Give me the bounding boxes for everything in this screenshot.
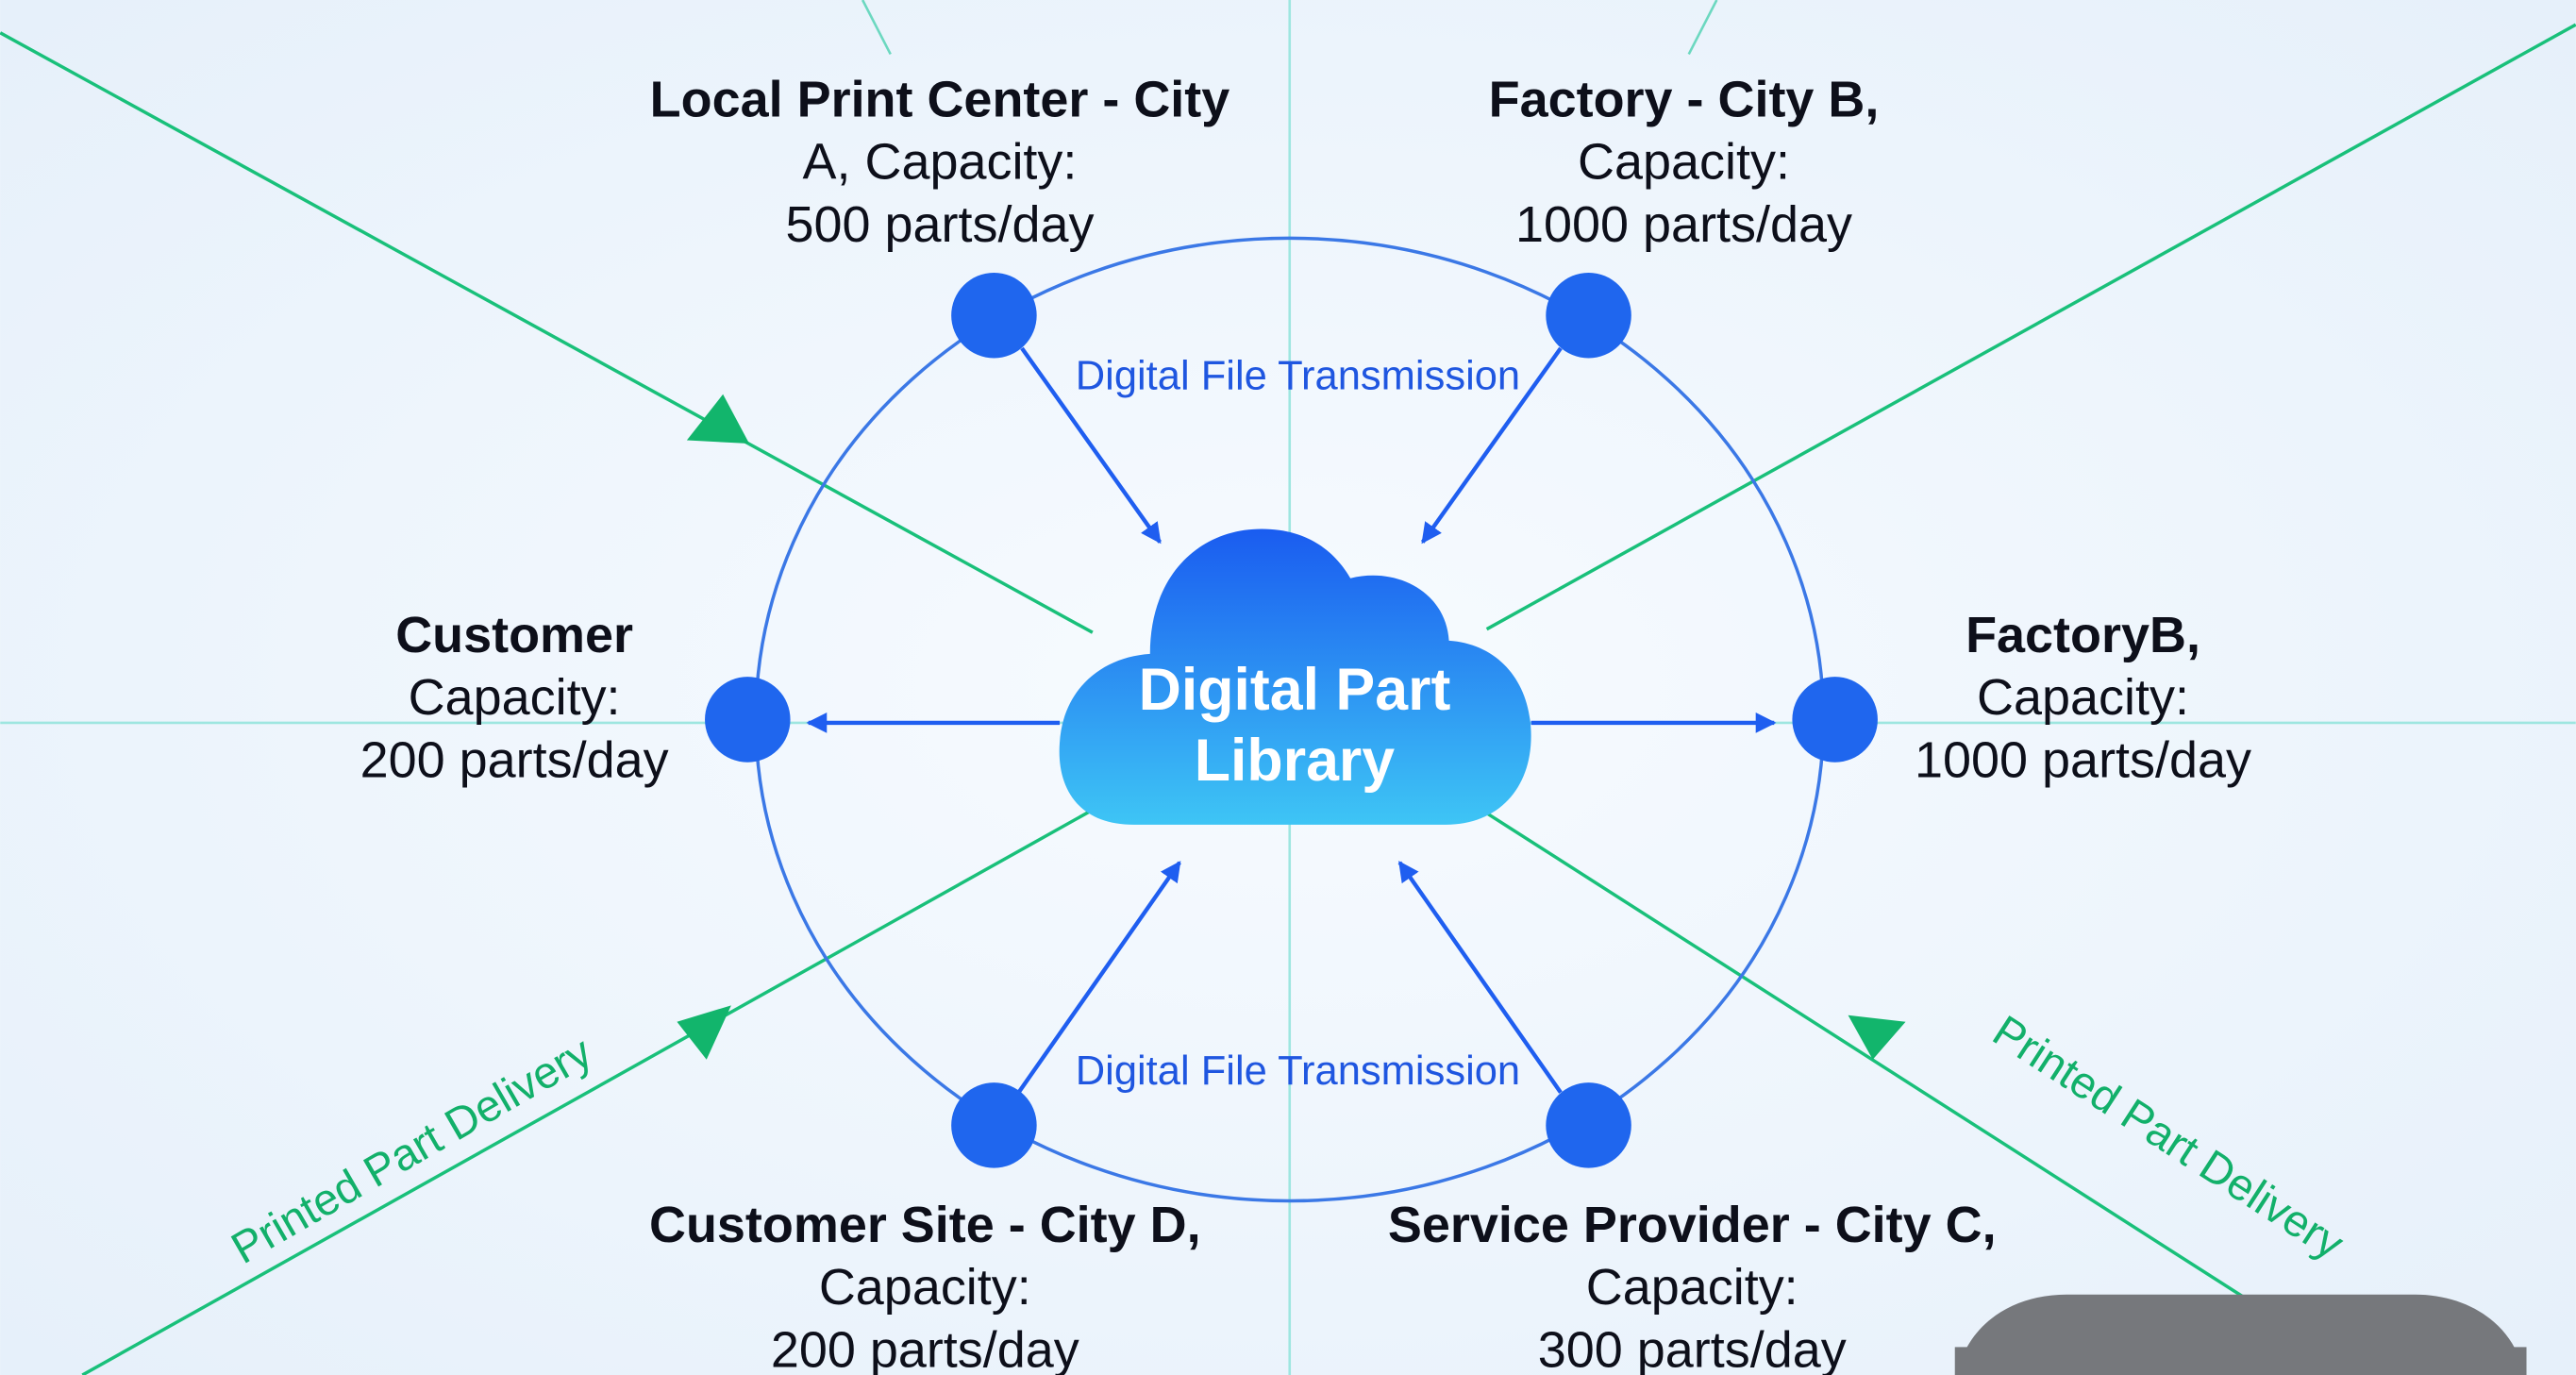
delivery-line-bottom-left [81,808,1094,1375]
node-capacity-label: Capacity: [1586,1259,1798,1316]
arrow-bottom-left-to-library [1016,861,1181,1094]
transmission-label-bottom: Digital File Transmission [1076,1048,1520,1094]
arrow-top-right-to-library [1420,346,1563,545]
top-right-spoke [1687,0,1718,56]
node-right[interactable] [1792,677,1878,763]
label-top-left: Local Print Center - City A, Capacity: 5… [650,72,1230,253]
node-capacity-value: 1000 parts/day [1915,731,2251,788]
arrow-bottom-right-to-library [1397,861,1563,1094]
node-capacity-label: Capacity: [819,1259,1031,1316]
label-top-right: Factory - City B, Capacity: 1000 parts/d… [1489,72,1880,253]
node-name: Service Provider - City C, [1388,1197,1997,1253]
node-left[interactable] [705,677,791,763]
node-capacity-value: 200 parts/day [360,731,669,788]
cloud-library[interactable]: Digital Part Library [1059,528,1531,825]
node-name: Factory - City B, [1489,72,1880,128]
label-bottom-left: Customer Site - City D, Capacity: 200 pa… [649,1197,1201,1375]
node-top-left[interactable] [951,272,1037,359]
label-right: FactoryB, Capacity: 1000 parts/day [1915,607,2251,788]
node-name: Customer Site - City D, [649,1197,1201,1253]
cloud-icon [1059,528,1531,825]
node-bottom-left[interactable] [951,1082,1037,1168]
cloud-label-line2: Library [1195,728,1396,794]
node-bottom-right[interactable] [1546,1082,1631,1168]
node-capacity-label: Capacity: [409,669,621,726]
node-top-right[interactable] [1546,272,1631,359]
transmission-label-top: Digital File Transmission [1076,354,1520,399]
node-capacity-label: Capacity: [1977,669,2189,726]
node-name: Customer [395,607,633,663]
node-capacity-value: 1000 parts/day [1515,196,1852,253]
node-capacity-value: 200 parts/day [771,1321,1079,1375]
arrow-top-left-to-library [1020,346,1162,545]
green-arrowhead-icon [1848,1014,1906,1060]
node-name: FactoryB, [1965,607,2200,663]
gray-overlay-fill [1954,1347,2527,1375]
delivery-line-top-left [0,31,1094,634]
node-capacity-value: 500 parts/day [785,196,1094,253]
cloud-label-line1: Digital Part [1139,657,1451,723]
label-left: Customer Capacity: 200 parts/day [360,607,669,788]
green-arrowhead-icon [677,1005,731,1060]
top-left-spoke [861,0,892,56]
delivery-line-top-right [1485,23,2576,631]
node-capacity-label: Capacity: [1578,134,1790,191]
delivery-line-bottom-right [1485,812,2367,1375]
green-arrowhead-icon [686,394,750,444]
label-bottom-right: Service Provider - City C, Capacity: 300… [1388,1197,1997,1375]
node-name: Local Print Center - City [650,72,1230,128]
node-capacity-value: 300 parts/day [1538,1321,1847,1375]
node-capacity-label: A, Capacity: [803,134,1078,191]
